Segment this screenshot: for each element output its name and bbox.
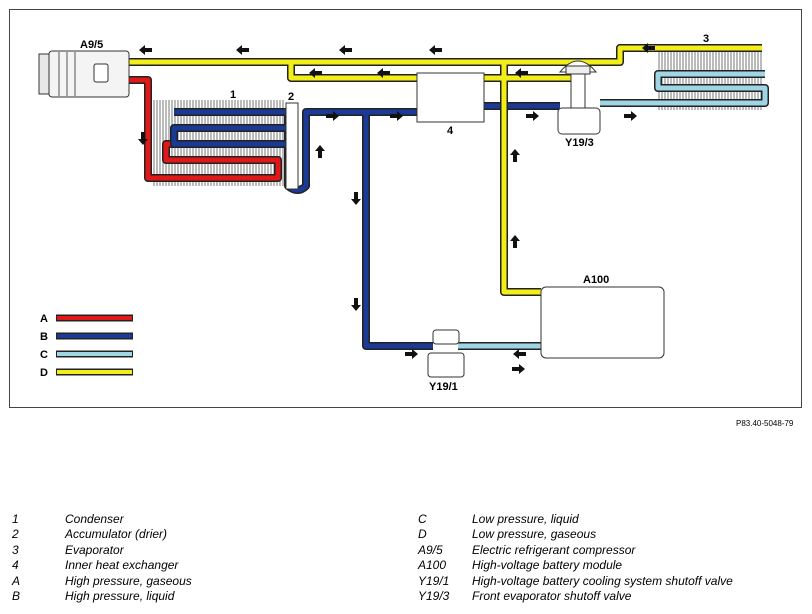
flow-arrow-icon bbox=[390, 111, 403, 121]
line-key-label: A bbox=[40, 313, 48, 325]
flow-arrows bbox=[138, 43, 655, 374]
flow-arrow-icon bbox=[510, 149, 520, 162]
legend-text: Condenser bbox=[65, 512, 124, 526]
legend-key: B bbox=[12, 588, 21, 603]
legend-row: 4 Inner heat exchanger bbox=[12, 558, 192, 573]
legend-text: Accumulator (drier) bbox=[65, 527, 168, 542]
flow-arrow-icon bbox=[351, 298, 361, 311]
legend-key: 3 bbox=[12, 542, 19, 557]
flow-arrow-icon bbox=[339, 45, 352, 55]
flow-arrow-icon bbox=[315, 145, 325, 158]
pipe-line bbox=[458, 71, 768, 349]
legend-row: Y19/1 High-voltage battery cooling system… bbox=[418, 574, 733, 589]
legend-row: D Low pressure, gaseous bbox=[418, 527, 733, 542]
flow-arrow-icon bbox=[351, 192, 361, 205]
legend-row: A100 High-voltage battery module bbox=[418, 558, 733, 573]
flow-arrow-icon bbox=[309, 68, 322, 78]
inner-heat-exchanger-label: 4 bbox=[447, 125, 454, 137]
legend-key: D bbox=[418, 527, 427, 542]
flow-arrow-icon bbox=[139, 45, 152, 55]
legend-text: High pressure, gaseous bbox=[65, 573, 192, 588]
battery-valve-label: Y19/1 bbox=[429, 381, 458, 393]
battery-cooling-shutoff-valve bbox=[427, 329, 465, 378]
figure-reference: P83.40-5048-79 bbox=[736, 419, 794, 428]
flow-arrow-icon bbox=[326, 111, 339, 121]
legend-text: Front evaporator shutoff valve bbox=[472, 588, 632, 603]
compressor bbox=[38, 50, 130, 98]
flow-arrow-icon bbox=[624, 111, 637, 121]
flow-arrow-icon bbox=[512, 364, 525, 374]
flow-arrow-icon bbox=[405, 349, 418, 359]
line-key-label: B bbox=[40, 331, 48, 343]
legend-text: Low pressure, gaseous bbox=[472, 527, 597, 542]
line-key-label: D bbox=[40, 367, 48, 379]
accumulator-label: 2 bbox=[288, 91, 294, 103]
condenser-label: 1 bbox=[230, 89, 236, 101]
pipe-line bbox=[126, 77, 288, 181]
legend-key: Y19/3 bbox=[418, 588, 450, 603]
flow-arrow-icon bbox=[515, 68, 528, 78]
legend-key: A9/5 bbox=[418, 542, 443, 557]
legend-left: 1 Condenser 2 Accumulator (drier) 3 Evaporato… bbox=[12, 512, 192, 604]
flow-arrow-icon bbox=[642, 43, 655, 53]
flow-arrow-icon bbox=[513, 349, 526, 359]
legend-text: High-voltage battery module bbox=[472, 558, 623, 573]
legend-text: High pressure, liquid bbox=[65, 588, 175, 603]
battery-module-body bbox=[540, 286, 665, 359]
pipe-line bbox=[126, 45, 762, 295]
legend-row: A9/5 Electric refrigerant compressor bbox=[418, 543, 733, 558]
battery-module-label: A100 bbox=[583, 274, 609, 286]
front-evaporator-shutoff-valve bbox=[557, 60, 601, 135]
legend-key: A100 bbox=[418, 558, 447, 573]
flow-arrow-icon bbox=[138, 132, 148, 145]
legend-key: C bbox=[418, 512, 427, 526]
legend-row: B High pressure, liquid bbox=[12, 589, 192, 604]
legend-key: Y19/1 bbox=[418, 573, 450, 588]
refrigerant-lines bbox=[126, 44, 769, 350]
legend-row: C Low pressure, liquid bbox=[418, 512, 733, 527]
legend-text: High-voltage battery cooling system shut… bbox=[472, 573, 733, 588]
legend-row: A High pressure, gaseous bbox=[12, 574, 192, 589]
legend-row: 2 Accumulator (drier) bbox=[12, 527, 192, 542]
legend-row: 1 Condenser bbox=[12, 512, 192, 527]
evaporator-label: 3 bbox=[703, 33, 709, 45]
accumulator-body bbox=[285, 102, 299, 190]
flow-arrow-icon bbox=[236, 45, 249, 55]
inner-heat-exchanger-body bbox=[416, 72, 485, 123]
flow-arrow-icon bbox=[526, 111, 539, 121]
legend-text: Evaporator bbox=[65, 542, 124, 557]
legend-row: 3 Evaporator bbox=[12, 543, 192, 558]
legend-key: 4 bbox=[12, 558, 19, 573]
legend-key: 1 bbox=[12, 512, 19, 526]
legend-key: A bbox=[12, 573, 21, 588]
compressor-label: A9/5 bbox=[80, 39, 103, 51]
legend-row: Y19/3 Front evaporator shutoff valve bbox=[418, 589, 733, 604]
legend-text: Low pressure, liquid bbox=[472, 512, 579, 526]
legend-key: 2 bbox=[12, 527, 19, 542]
front-valve-label: Y19/3 bbox=[565, 137, 594, 149]
flow-arrow-icon bbox=[377, 68, 390, 78]
legend-text: Electric refrigerant compressor bbox=[472, 542, 636, 557]
flow-arrow-icon bbox=[429, 45, 442, 55]
legend-text: Inner heat exchanger bbox=[65, 558, 179, 573]
pipe-line bbox=[171, 103, 560, 349]
line-key-label: C bbox=[40, 349, 48, 361]
flow-arrow-icon bbox=[510, 235, 520, 248]
